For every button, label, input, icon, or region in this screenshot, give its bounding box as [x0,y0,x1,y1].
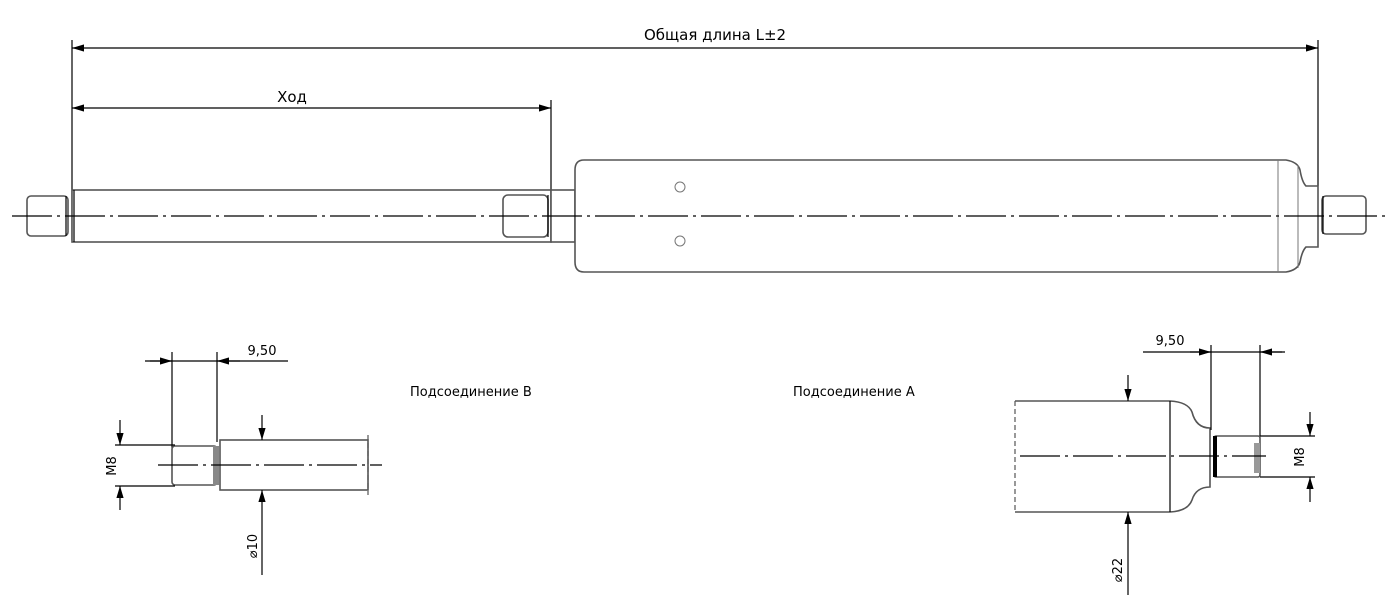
detail-connection-a: 9,50 ⌀22 M8 [1014,334,1315,595]
main-view: Общая длина L±2 Ход [12,26,1390,273]
detail-a-thread-dim: M8 [1293,447,1308,467]
detail-b-thread-dim: M8 [105,456,120,476]
total-length-label: Общая длина L±2 [644,26,786,44]
detail-b-diameter-dim: ⌀10 [246,534,261,558]
detail-a-diameter-dim: ⌀22 [1111,558,1126,582]
detail-connection-b: 9,50 M8 ⌀10 [105,344,382,575]
connection-a-label: Подсоединение A [793,385,915,400]
total-length-dimension: Общая длина L±2 [71,26,1319,240]
stroke-label: Ход [277,88,307,106]
detail-b-length-dim: 9,50 [248,344,277,359]
connection-b-label: Подсоединение B [410,385,532,400]
detail-a-length-dim: 9,50 [1156,334,1185,349]
right-thread [1321,195,1367,235]
body-hole-bottom [674,235,686,247]
body-hole-top [674,181,686,193]
